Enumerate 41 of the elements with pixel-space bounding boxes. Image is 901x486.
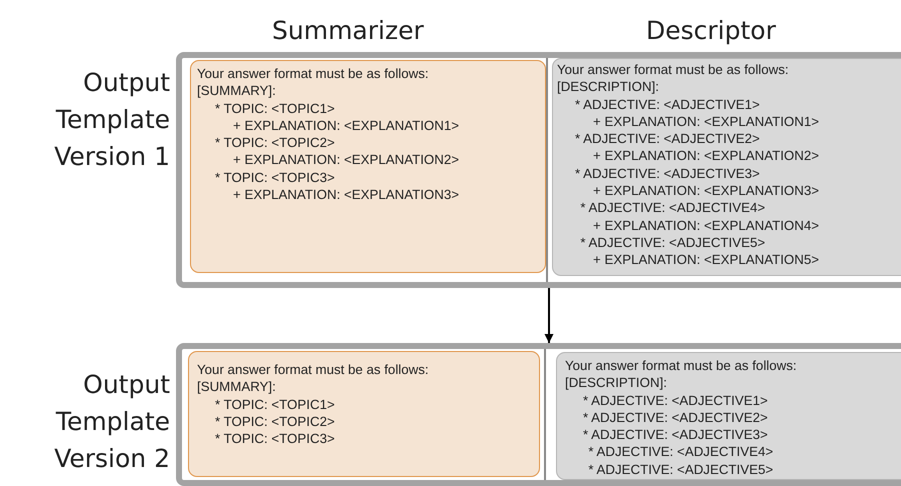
- template-line: * ADJECTIVE: <ADJECTIVE3>: [575, 164, 760, 182]
- template-line: * ADJECTIVE: <ADJECTIVE4>: [580, 199, 766, 217]
- template-line: [SUMMARY]:: [197, 378, 276, 396]
- template-line: + EXPLANATION: <EXPLANATION1>: [233, 116, 460, 134]
- template-line: * ADJECTIVE: <ADJECTIVE2>: [575, 130, 760, 148]
- template-line: + EXPLANATION: <EXPLANATION1>: [593, 112, 820, 130]
- template-line: Your answer format must be as follows:: [197, 65, 429, 82]
- template-line: * TOPIC: <TOPIC2>: [215, 412, 335, 430]
- template-line: + EXPLANATION: <EXPLANATION4>: [593, 216, 820, 234]
- template-line: + EXPLANATION: <EXPLANATION3>: [593, 182, 820, 200]
- template-line: * TOPIC: <TOPIC2>: [215, 134, 335, 152]
- template-line: * ADJECTIVE: <ADJECTIVE3>: [583, 426, 768, 444]
- template-line: * ADJECTIVE: <ADJECTIVE4>: [588, 443, 774, 461]
- template-line: + EXPLANATION: <EXPLANATION2>: [593, 147, 820, 165]
- template-box: [188, 351, 540, 477]
- template-line: * TOPIC: <TOPIC1>: [215, 396, 335, 413]
- column-heading: Descriptor: [646, 16, 776, 45]
- template-line: + EXPLANATION: <EXPLANATION2>: [233, 151, 460, 169]
- template-line: * TOPIC: <TOPIC3>: [215, 168, 335, 186]
- template-line: [DESCRIPTION]:: [557, 78, 659, 96]
- template-line: Your answer format must be as follows:: [557, 61, 789, 78]
- template-line: * ADJECTIVE: <ADJECTIVE5>: [588, 460, 774, 478]
- template-line: * ADJECTIVE: <ADJECTIVE2>: [583, 408, 768, 426]
- template-box: [556, 352, 901, 480]
- template-line: [DESCRIPTION]:: [565, 374, 667, 392]
- template-line: * TOPIC: <TOPIC1>: [215, 100, 335, 117]
- column-heading: Summarizer: [272, 16, 424, 45]
- template-line: Your answer format must be as follows:: [197, 361, 429, 378]
- template-line: Your answer format must be as follows:: [565, 357, 797, 374]
- template-line: * ADJECTIVE: <ADJECTIVE5>: [580, 234, 766, 252]
- arrow: [544, 288, 554, 343]
- template-box: [552, 58, 901, 276]
- template-box: [190, 60, 546, 273]
- row-heading: Output Template Version 2: [53, 369, 170, 475]
- template-line: [SUMMARY]:: [197, 82, 276, 100]
- template-line: * TOPIC: <TOPIC3>: [215, 430, 335, 448]
- template-line: * ADJECTIVE: <ADJECTIVE1>: [583, 392, 768, 409]
- template-line: + EXPLANATION: <EXPLANATION3>: [233, 186, 460, 204]
- template-line: * ADJECTIVE: <ADJECTIVE1>: [575, 96, 760, 113]
- template-line: + EXPLANATION: <EXPLANATION5>: [593, 251, 820, 269]
- row-heading: Output Template Version 1: [53, 67, 170, 173]
